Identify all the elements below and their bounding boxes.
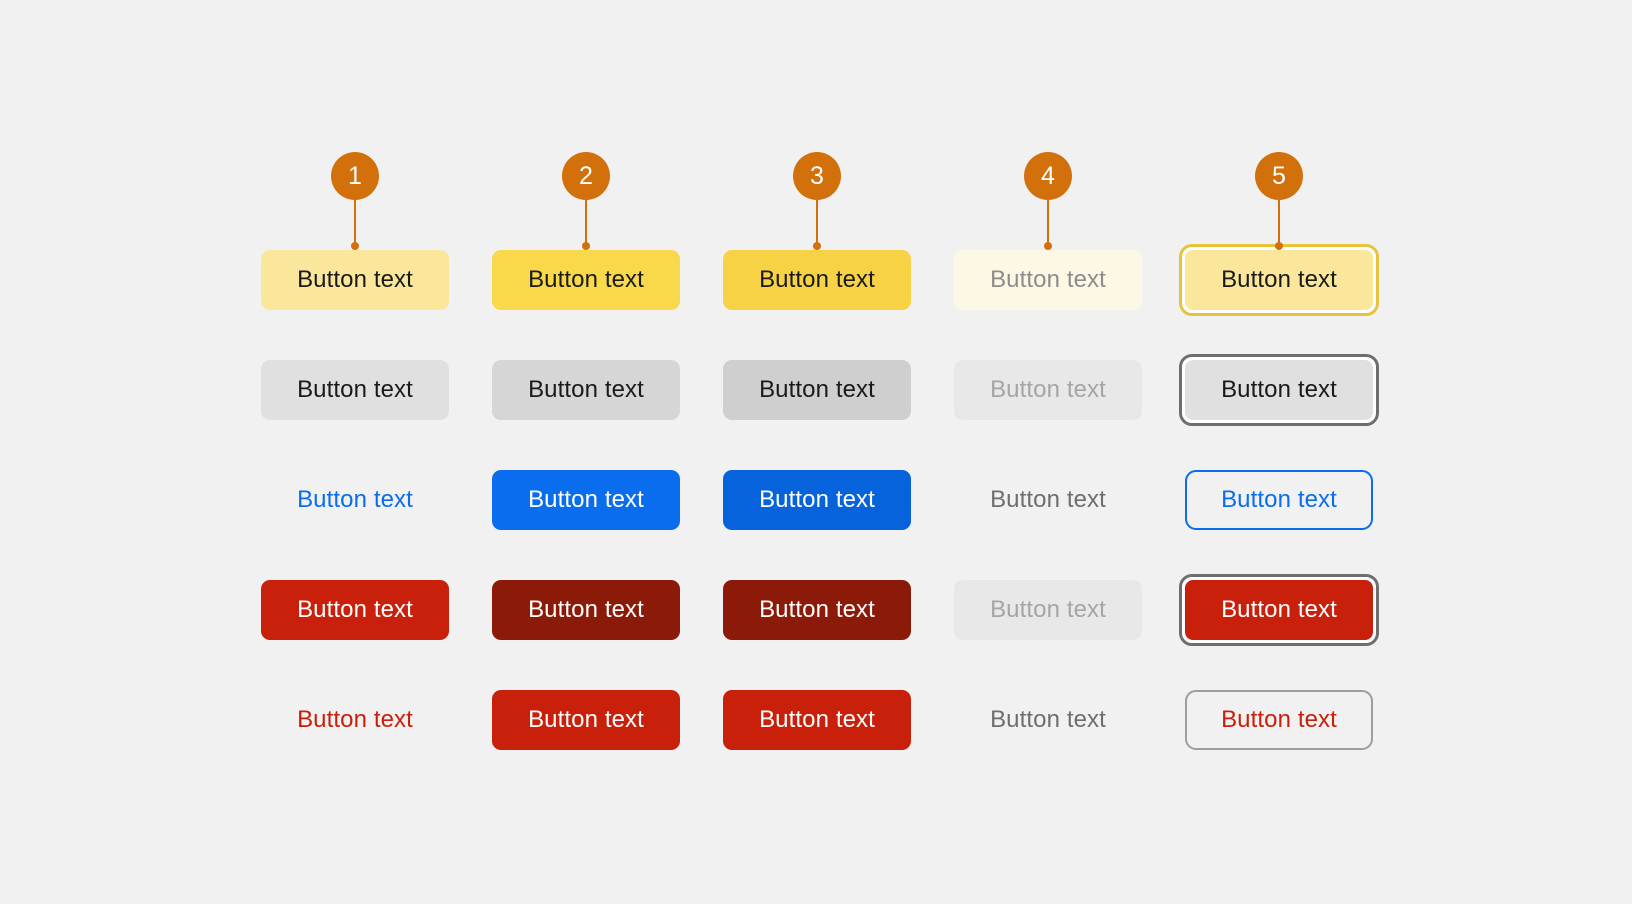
button-neutral-filled-active[interactable]: Button text	[723, 360, 911, 420]
callout-dot	[351, 242, 359, 250]
button-warning-filled-active[interactable]: Button text	[723, 250, 911, 310]
button-primary-blue-disabled: Button text	[990, 486, 1106, 513]
button-warning-filled-focus[interactable]: Button text	[1179, 244, 1379, 316]
callout-stem	[1047, 200, 1049, 246]
callout-number-badge[interactable]: 3	[793, 152, 841, 200]
button-danger-filled-disabled: Button text	[954, 580, 1142, 640]
button-neutral-filled-default[interactable]: Button text	[261, 360, 449, 420]
callout-stem	[585, 200, 587, 246]
button-warning-filled-disabled: Button text	[954, 250, 1142, 310]
callout-dot	[582, 242, 590, 250]
button-primary-blue-active[interactable]: Button text	[723, 470, 911, 530]
button-danger-filled-hover[interactable]: Button text	[492, 580, 680, 640]
button-danger-filled-default[interactable]: Button text	[261, 580, 449, 640]
button-label: Button text	[1185, 360, 1373, 420]
callout-stem	[1278, 200, 1280, 246]
callout-stem	[354, 200, 356, 246]
button-danger-filled-active[interactable]: Button text	[723, 580, 911, 640]
callout-number-badge[interactable]: 2	[562, 152, 610, 200]
button-primary-blue-hover[interactable]: Button text	[492, 470, 680, 530]
button-neutral-filled-hover[interactable]: Button text	[492, 360, 680, 420]
button-danger-text-default[interactable]: Button text	[297, 706, 413, 733]
callout-stem	[816, 200, 818, 246]
button-warning-filled-hover[interactable]: Button text	[492, 250, 680, 310]
button-danger-text-active[interactable]: Button text	[723, 690, 911, 750]
button-label: Button text	[1185, 580, 1373, 640]
callout-dot	[1275, 242, 1283, 250]
button-danger-text-hover[interactable]: Button text	[492, 690, 680, 750]
callout-number-badge[interactable]: 4	[1024, 152, 1072, 200]
button-danger-text-disabled: Button text	[990, 706, 1106, 733]
button-primary-blue-focus[interactable]: Button text	[1185, 470, 1373, 530]
callout-dot	[813, 242, 821, 250]
callout-number-badge[interactable]: 1	[331, 152, 379, 200]
button-label: Button text	[1185, 250, 1373, 310]
callout-number-badge[interactable]: 5	[1255, 152, 1303, 200]
button-primary-blue-default[interactable]: Button text	[297, 486, 413, 513]
callout-dot	[1044, 242, 1052, 250]
button-neutral-filled-disabled: Button text	[954, 360, 1142, 420]
button-neutral-filled-focus[interactable]: Button text	[1179, 354, 1379, 426]
button-danger-text-focus[interactable]: Button text	[1185, 690, 1373, 750]
button-warning-filled-default[interactable]: Button text	[261, 250, 449, 310]
button-danger-filled-focus[interactable]: Button text	[1179, 574, 1379, 646]
